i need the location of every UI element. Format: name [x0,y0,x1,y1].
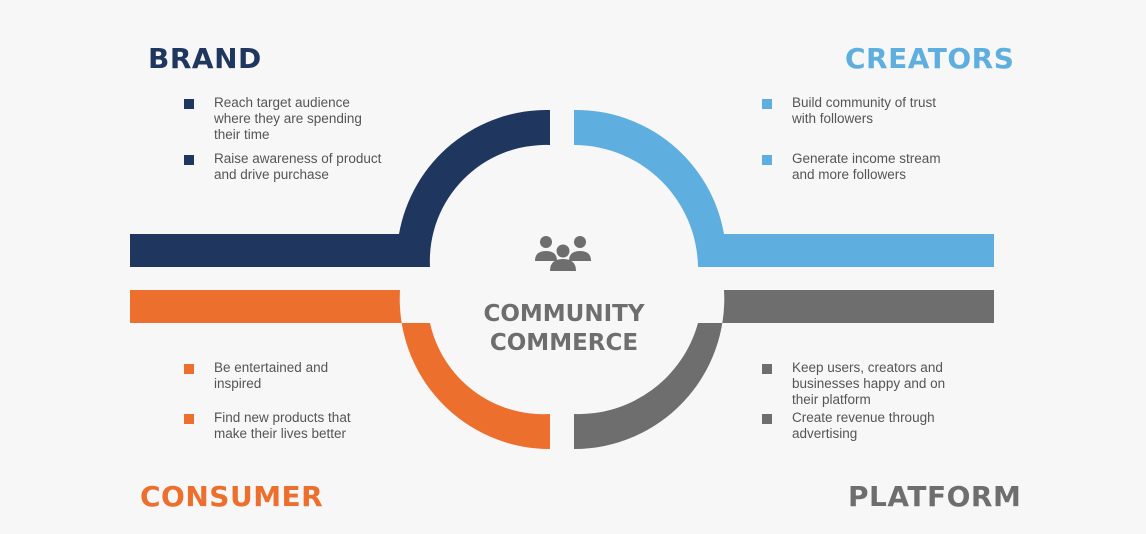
square-bullet-icon [184,414,194,424]
platform-item-1: Keep users, creators and businesses happ… [792,360,946,407]
consumer-arc [130,290,550,450]
platform-arc [574,290,994,450]
brand-list: Reach target audience where they are spe… [184,95,384,183]
creators-item-1: Build community of trust with followers [792,95,937,126]
center-title-line-1: COMMUNITY [483,301,645,327]
center-title: COMMUNITY COMMERCE [464,300,664,358]
list-item: Keep users, creators and businesses happ… [762,360,967,408]
consumer-title: CONSUMER [140,480,324,513]
list-item: Raise awareness of product and drive pur… [184,151,384,183]
platform-list: Keep users, creators and businesses happ… [762,360,967,442]
square-bullet-icon [184,99,194,109]
square-bullet-icon [184,364,194,374]
list-item: Create revenue through advertising [762,410,967,442]
consumer-item-1: Be entertained and inspired [214,360,329,391]
square-bullet-icon [762,155,772,165]
creators-title: CREATORS [845,42,1015,75]
brand-title: BRAND [148,42,262,75]
center-title-line-2: COMMERCE [489,330,639,356]
square-bullet-icon [762,414,772,424]
list-item: Build community of trust with followers [762,95,962,127]
list-item: Be entertained and inspired [184,360,354,392]
brand-item-1: Reach target audience where they are spe… [214,95,362,142]
creators-arc [574,109,994,267]
square-bullet-icon [184,155,194,165]
creators-item-2: Generate income stream and more follower… [792,151,941,182]
list-item: Find new products that make their lives … [184,410,354,442]
brand-arc [130,109,550,267]
list-item: Generate income stream and more follower… [762,151,962,183]
consumer-item-2: Find new products that make their lives … [214,410,351,441]
platform-item-2: Create revenue through advertising [792,410,935,441]
people-group-icon [535,236,591,271]
brand-item-2: Raise awareness of product and drive pur… [214,151,382,182]
list-item: Reach target audience where they are spe… [184,95,384,143]
square-bullet-icon [762,99,772,109]
square-bullet-icon [762,364,772,374]
platform-title: PLATFORM [848,480,1022,513]
creators-list: Build community of trust with followers … [762,95,962,183]
consumer-list: Be entertained and inspired Find new pro… [184,360,354,442]
